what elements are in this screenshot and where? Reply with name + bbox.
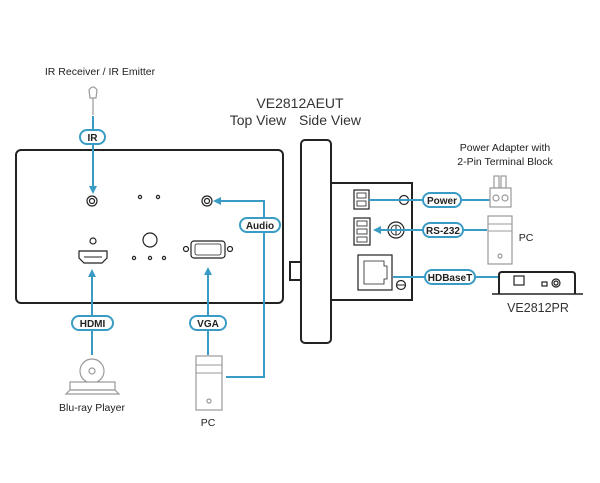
ir-device-label: IR Receiver / IR Emitter [45,66,156,78]
power-adapter-icon [489,175,512,208]
svg-text:VGA: VGA [197,319,219,330]
svg-text:IR: IR [88,133,99,144]
pc-rs232-label: PC [519,232,534,244]
led-indicator [155,194,161,200]
pc-vga-label: PC [201,417,216,429]
ir-connection-label: IR [79,129,106,145]
top-view-panel [15,149,284,304]
svg-text:Power: Power [427,196,457,207]
led-indicator [161,255,167,261]
led-indicator [147,255,153,261]
rs232-terminal-icon [353,217,371,246]
bluray-player-label: Blu-ray Player [59,402,125,414]
side-view-plate [300,139,332,344]
rs232-connection-label: RS-232 [422,222,464,238]
power-adapter-label-line2: 2-Pin Terminal Block [457,156,553,168]
ir-jack-icon [86,195,98,207]
svg-text:HDMI: HDMI [80,319,106,330]
hdbaset-connection-label: HDBaseT [424,269,476,285]
button-icon [142,232,158,248]
screw-icon [395,279,407,291]
audio-connection-label: Audio [239,217,281,233]
rj45-port-icon [357,254,393,291]
vga-connection-label: VGA [189,315,227,331]
hdmi-connection-label: HDMI [71,315,114,331]
pc-tower-icon [195,355,223,411]
receiver-device-icon [492,271,583,295]
led-indicator [137,194,143,200]
ir-emitter-icon [88,86,98,115]
bluray-player-icon [64,358,121,395]
hdmi-port-icon [78,237,108,264]
svg-text:HDBaseT: HDBaseT [428,273,472,284]
power-adapter-label-line1: Power Adapter with [460,142,551,154]
top-view-label: Top View [230,112,287,128]
audio-jack-icon [201,195,213,207]
pc-tower-icon [487,215,513,265]
power-terminal-icon [353,189,370,210]
vga-port-icon [182,240,234,259]
power-connection-label: Power [422,192,462,208]
diagram-title: VE2812AEUT [256,95,344,111]
receiver-label: VE2812PR [507,301,569,315]
side-view-label: Side View [299,112,362,128]
led-indicator [131,255,137,261]
svg-text:RS-232: RS-232 [426,226,460,237]
svg-text:Audio: Audio [246,221,274,232]
